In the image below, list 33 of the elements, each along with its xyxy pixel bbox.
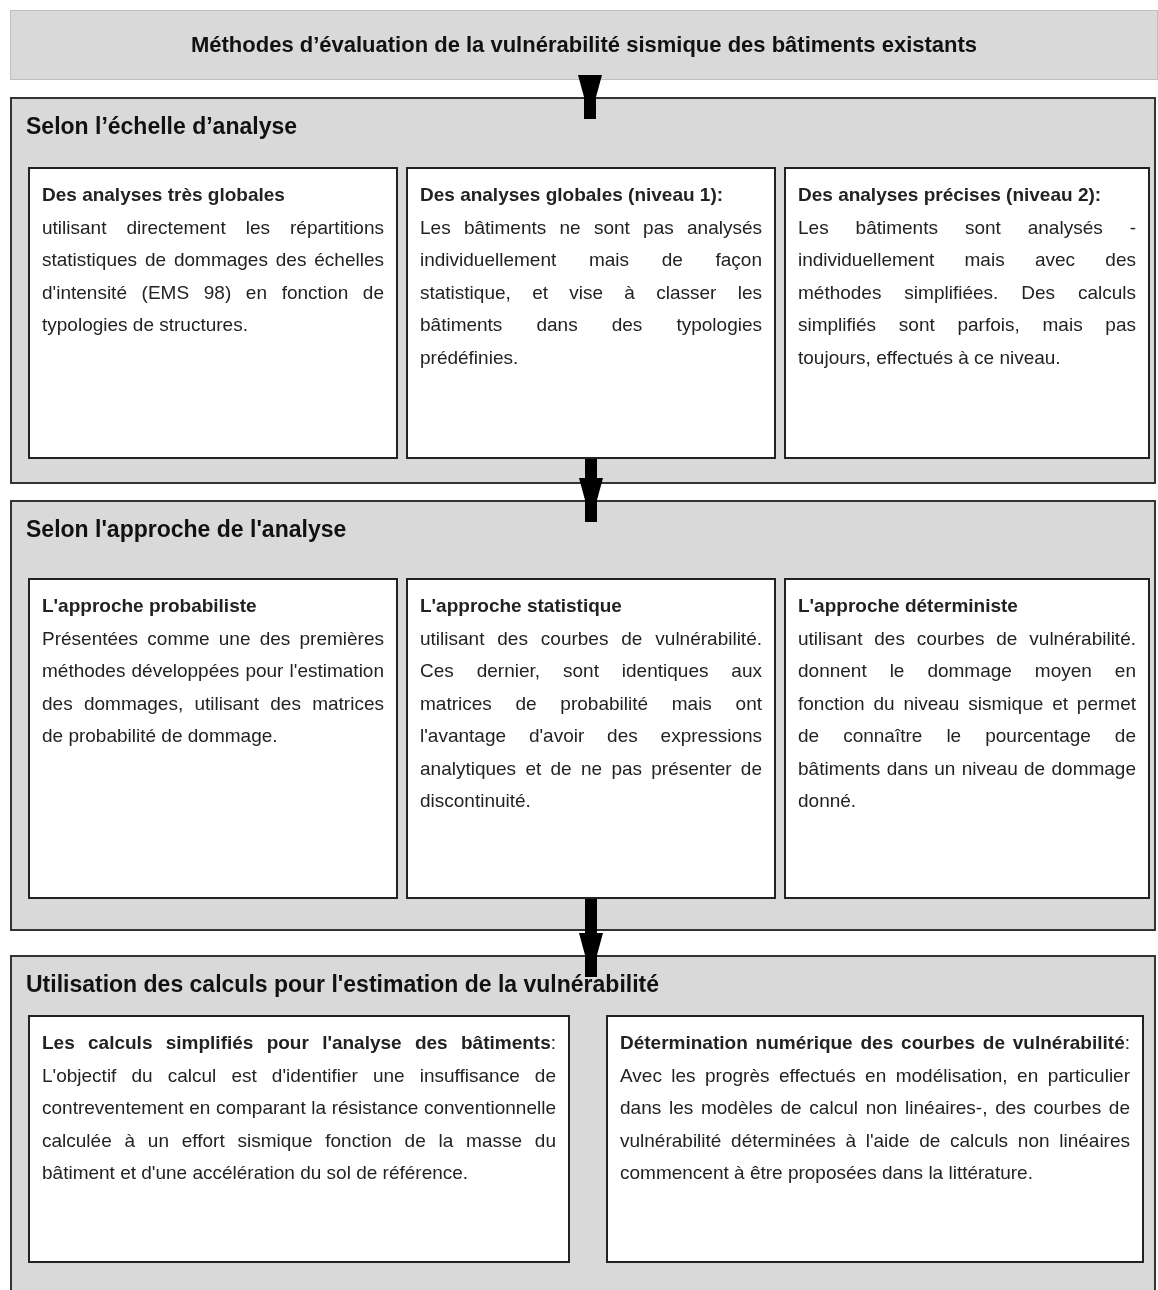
text-box: [784, 167, 1150, 459]
description-text: Les calculs simplifiés pour l'analyse des bâtiments: L'objectif du calcul est d'identifier une insuffisance de contreventement en comparant la résistance conventionnelle calculée à un effort sismique fonction de la masse du bâtiment et d'une accélération du sol de référence.: [42, 1031, 556, 1185]
section-heading: Selon l’échelle d’analyse: [26, 113, 297, 140]
box-heading: Des analyses globales (niveau 1):: [420, 183, 725, 207]
arrow: [579, 899, 603, 977]
section-heading: Selon l'approche de l'analyse: [26, 516, 347, 543]
box-heading: L'approche probabiliste: [42, 594, 258, 618]
description-text: utilisant des courbes de vulnérabilité. Ces dernier, sont identiques aux matrices de probabilité mais ont l'avantage d'avoir des expressions analytiques et de ne pas présenter de discontinuité.: [420, 626, 762, 813]
text-box: [606, 1015, 1144, 1263]
text-box: [28, 1015, 570, 1263]
description-text: utilisant directement les répartitions statistiques de dommages des échelles d'intensité (EMS 98) en fonction de typologies de structures.: [42, 215, 384, 337]
text-box: [406, 167, 776, 459]
description-text: Les bâtiments ne sont pas analysés individuellement mais de façon statistique, et vise à classer les bâtiments dans des typologies prédéfinies.: [420, 215, 762, 370]
box-heading: L'approche déterministe: [798, 594, 1019, 618]
section-panel: [10, 500, 1156, 931]
description-text: Les bâtiments sont analysés - individuellement mais avec des méthodes simplifiées. Des calculs simplifiés sont parfois, mais pas toujours, effectués à ce niveau.: [798, 215, 1136, 370]
section-panel: [10, 955, 1156, 1290]
box-heading: Des analyses précises (niveau 2):: [798, 183, 1103, 207]
text-box: [28, 578, 398, 899]
title-text: Méthodes d’évaluation de la vulnérabilité sismique des bâtiments existants: [190, 32, 978, 58]
description-text: Présentées comme une des premières méthodes développées pour l'estimation des dommages, utilisant des matrices de probabilité de dommage.: [42, 626, 384, 748]
section-panel: [10, 97, 1156, 484]
box-heading: Des analyses très globales: [42, 183, 286, 207]
description-text: utilisant des courbes de vulnérabilité. donnent le dommage moyen en fonction du niveau sismique et permet de connaître le pourcentage de bâtiments dans un niveau de dommage donné.: [798, 626, 1136, 813]
text-box: [28, 167, 398, 459]
arrow: [578, 75, 602, 119]
title-box: [10, 10, 1158, 80]
description-text: Détermination numérique des courbes de vulnérabilité: Avec les progrès effectués en modélisation, en particulier dans les modèles de calcul non linéaires-, des courbes de vulnérabilité déterminées à l'aide de calculs non linéaires commencent à être proposées dans la littérature.: [620, 1031, 1130, 1185]
section-heading: Utilisation des calculs pour l'estimation de la vulnérabilité: [26, 971, 660, 998]
text-box: [784, 578, 1150, 899]
box-heading: L'approche statistique: [420, 594, 623, 618]
text-box: [406, 578, 776, 899]
arrow: [579, 459, 603, 522]
